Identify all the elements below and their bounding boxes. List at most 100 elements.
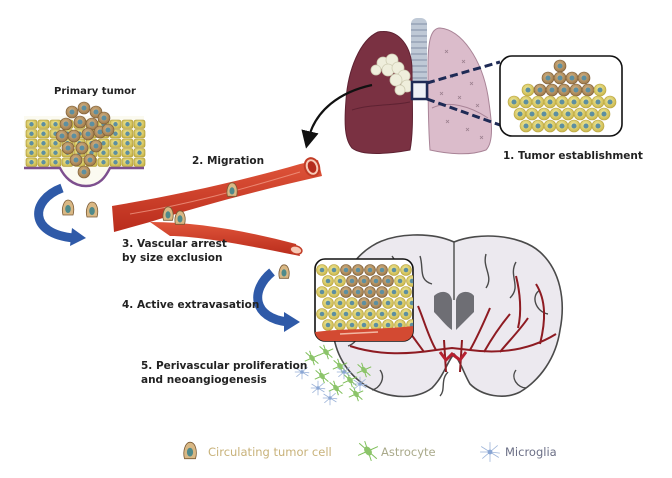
- epithelial-cell: [97, 148, 110, 158]
- tumor-cell: [69, 153, 83, 167]
- normal-cell: [531, 95, 545, 109]
- normal-cell: [346, 297, 358, 309]
- microglia-icon: [480, 442, 500, 462]
- normal-cell: [579, 95, 593, 109]
- trachea: [411, 18, 427, 88]
- tumor-cell: [346, 275, 358, 287]
- primary-tumor-illustration: [24, 101, 146, 188]
- microglia-icon: [310, 380, 326, 396]
- lungs-illustration: [344, 18, 501, 155]
- normal-cell: [382, 297, 394, 309]
- epithelial-cell: [25, 157, 38, 167]
- tumor-cell: [358, 297, 370, 309]
- tumor-cell: [83, 153, 97, 167]
- tumor-cell: [97, 111, 111, 125]
- circulating-tumor-cell-icon: [162, 206, 174, 221]
- step2-label: 2. Migration: [192, 155, 265, 167]
- normal-cell: [603, 95, 617, 109]
- circulating-tumor-cell-icon: [85, 201, 99, 218]
- epithelial-cell: [133, 129, 146, 139]
- tumor-cell: [364, 264, 376, 276]
- normal-cell: [549, 107, 563, 121]
- tumor-cell: [364, 286, 376, 298]
- normal-cell: [519, 95, 533, 109]
- normal-cell: [513, 107, 527, 121]
- epithelial-cell: [109, 157, 122, 167]
- tumor-cell: [569, 83, 583, 97]
- normal-cell: [388, 308, 400, 320]
- epithelial-cell: [97, 157, 110, 167]
- tumor-cell: [77, 101, 91, 115]
- tumor-cell: [67, 129, 81, 143]
- normal-cell: [370, 319, 382, 331]
- normal-cell: [555, 119, 569, 133]
- epithelial-cell: [37, 157, 50, 167]
- normal-cell: [593, 83, 607, 97]
- tumor-cell: [553, 71, 567, 85]
- normal-cell: [591, 119, 605, 133]
- astrocyte-icon: [356, 362, 372, 378]
- normal-cell: [543, 119, 557, 133]
- epithelial-cell: [25, 129, 38, 139]
- circulating-tumor-cell-icon: [226, 182, 238, 197]
- epithelial-cell: [25, 138, 38, 148]
- normal-cell: [328, 264, 340, 276]
- tumor-cell: [557, 83, 571, 97]
- epithelial-cell: [109, 138, 122, 148]
- normal-cell: [406, 297, 413, 309]
- tumor-cell: [89, 139, 103, 153]
- normal-cell: [334, 297, 346, 309]
- tumor-cell: [55, 129, 69, 143]
- step5-label-line1: 5. Perivascular proliferation: [141, 360, 308, 372]
- astrocyte-icon: [342, 372, 358, 388]
- lung-to-vessel-arrow: [301, 83, 373, 149]
- circulating-tumor-cell-icon: [61, 199, 75, 216]
- tumor-cell: [101, 123, 115, 137]
- tumor-cell: [376, 264, 388, 276]
- microglia-icon: [294, 364, 310, 380]
- tumor-cell: [370, 275, 382, 287]
- epithelial-cell: [109, 119, 122, 129]
- normal-cell: [388, 264, 400, 276]
- tumor-cell: [581, 83, 595, 97]
- normal-cell: [567, 119, 581, 133]
- astrocyte-icon: [348, 386, 364, 402]
- normal-cell: [561, 107, 575, 121]
- normal-cell: [316, 286, 328, 298]
- ventricles: [434, 291, 474, 330]
- microglia-icon: [322, 390, 338, 406]
- epithelial-cell: [25, 148, 38, 158]
- astrocyte-icon: [357, 440, 379, 462]
- normal-cell: [519, 119, 533, 133]
- tumor-cell: [59, 117, 73, 131]
- epithelial-cell: [49, 138, 62, 148]
- epithelial-cell: [49, 119, 62, 129]
- epithelial-cell: [121, 129, 134, 139]
- normal-cell: [328, 308, 340, 320]
- brain-tumor-inset: [314, 258, 414, 342]
- lung-tumor-inset: [499, 55, 623, 137]
- legend-label-astrocyte: Astrocyte: [381, 445, 436, 459]
- step5-label-line2: and neoangiogenesis: [141, 374, 267, 386]
- tumor-cell: [553, 59, 567, 73]
- step3-label-line1: 3. Vascular arrest: [122, 238, 227, 250]
- circulating-tumor-cell-icon: [183, 441, 197, 460]
- normal-cell: [531, 119, 545, 133]
- intravasation-arrow: [34, 183, 86, 246]
- tumor-cell: [382, 275, 394, 287]
- normal-cell: [400, 286, 412, 298]
- epithelial-cell: [133, 138, 146, 148]
- step4-label: 4. Active extravasation: [122, 299, 260, 311]
- normal-cell: [579, 119, 593, 133]
- microglia-icon: [336, 364, 352, 380]
- normal-cell: [388, 286, 400, 298]
- normal-cell: [316, 264, 328, 276]
- tumor-cell: [577, 71, 591, 85]
- normal-cell: [346, 319, 358, 331]
- normal-cell: [322, 297, 334, 309]
- tumor-cell: [352, 286, 364, 298]
- normal-cell: [585, 107, 599, 121]
- normal-cell: [567, 95, 581, 109]
- tumor-cell: [73, 115, 87, 129]
- normal-cell: [340, 308, 352, 320]
